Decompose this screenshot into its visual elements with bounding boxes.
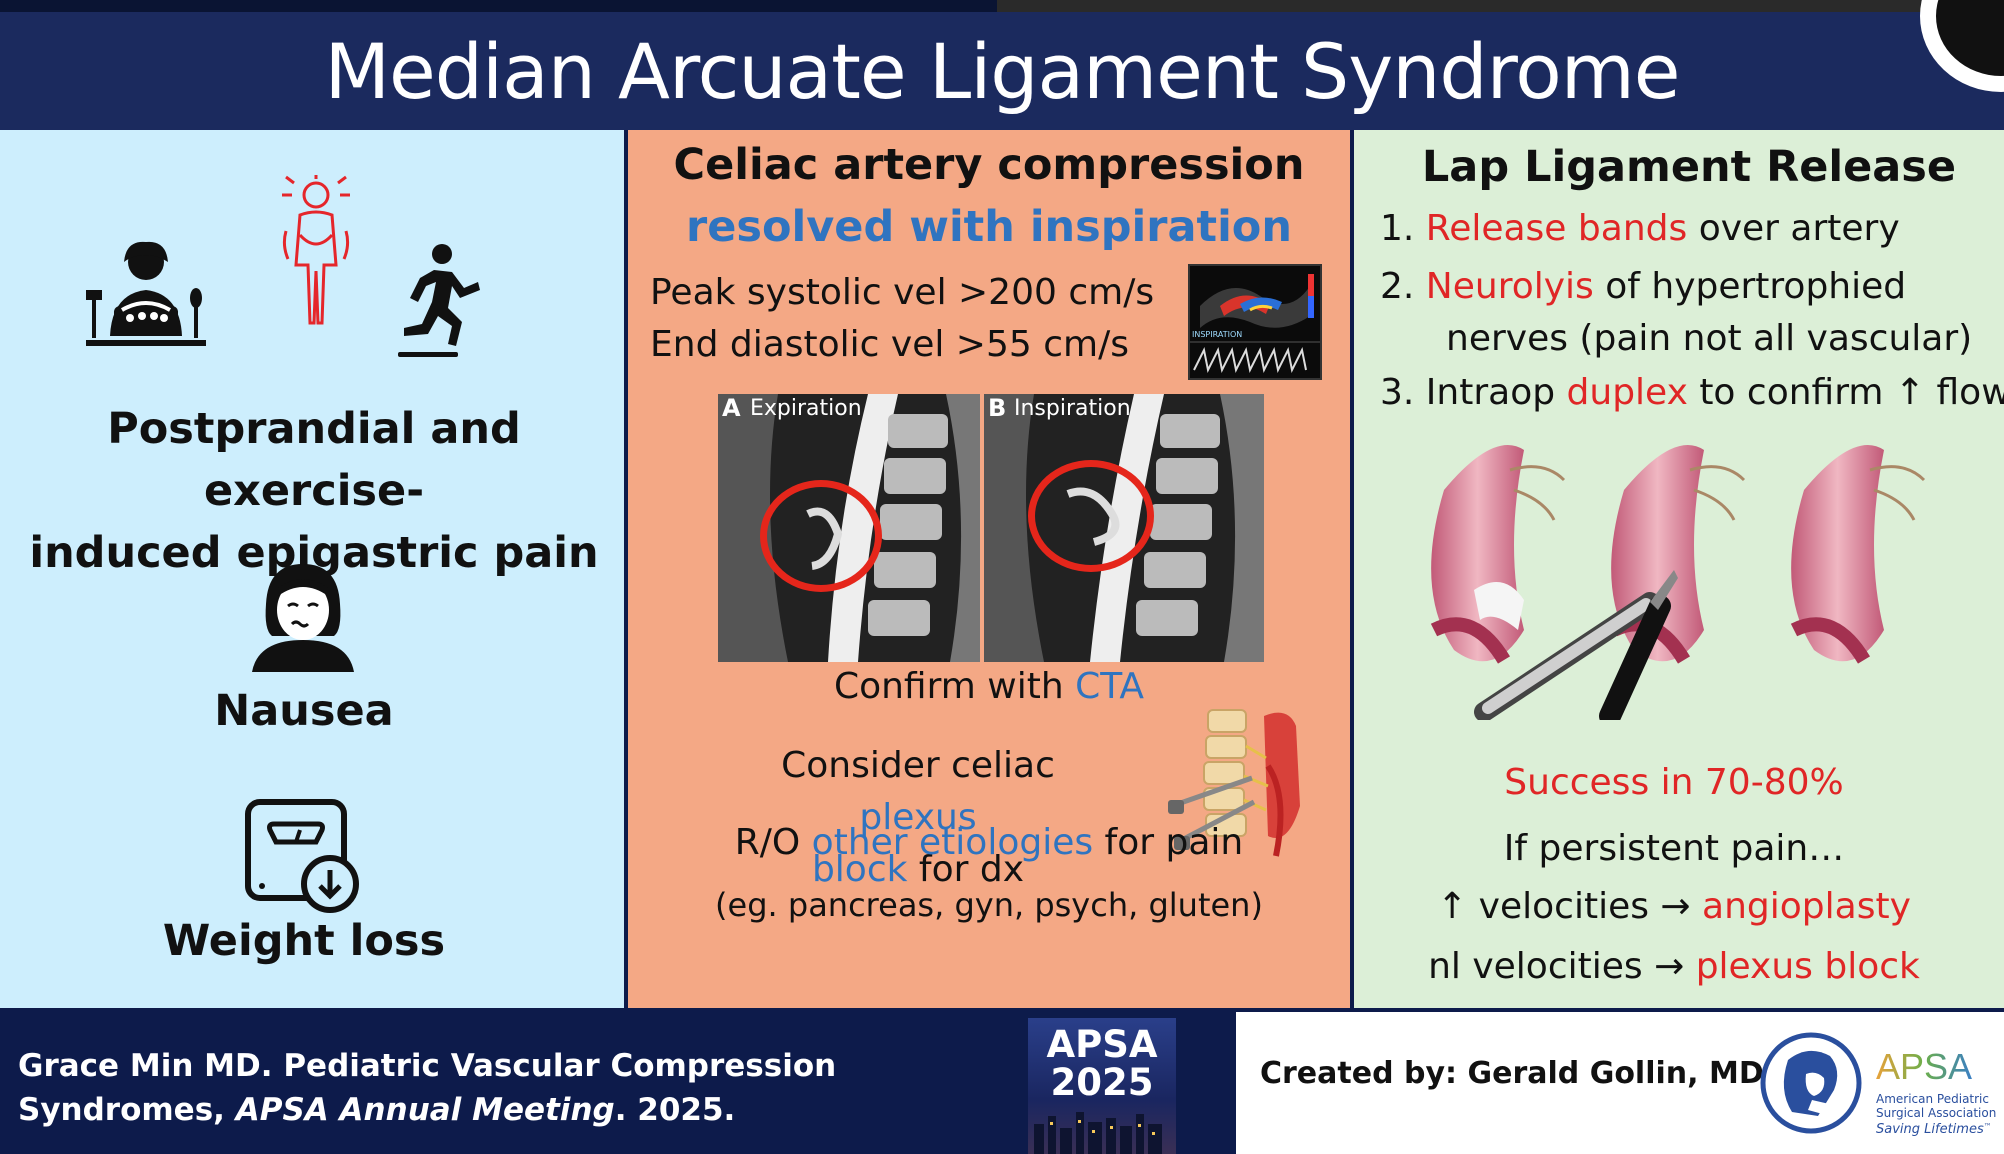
celiac-plexus-block-illustration bbox=[1168, 709, 1300, 857]
badge-line-1: APSA bbox=[1046, 1023, 1158, 1066]
psv-text: Peak systolic vel >200 cm/s bbox=[650, 272, 1155, 313]
logo-subtitle: American Pediatric Surgical Association bbox=[1876, 1092, 1996, 1120]
edv-text: End diastolic vel >55 cm/s bbox=[650, 324, 1129, 365]
step-3-highlight: duplex bbox=[1566, 372, 1688, 413]
title-bar: Median Arcuate Ligament Syndrome bbox=[0, 12, 2004, 130]
artery-group-1 bbox=[1430, 445, 1566, 664]
velocity-high-prefix: ↑ velocities → bbox=[1437, 886, 1703, 927]
ct-b-letter: B bbox=[988, 394, 1007, 422]
pain-line-1: Postprandial and exercise- bbox=[107, 404, 521, 516]
consider-prefix: Consider celiac bbox=[781, 745, 1055, 786]
step-3-num: 3. Intraop bbox=[1380, 372, 1567, 413]
step-2-highlight: Neurolyis bbox=[1425, 266, 1594, 307]
consider-highlight-2: block bbox=[811, 849, 908, 890]
persistent-pain-text: If persistent pain… bbox=[1503, 828, 1845, 869]
ro-highlight: other etiologies bbox=[811, 822, 1094, 863]
step-2: 2. Neurolyis of hypertrophied bbox=[1380, 266, 1906, 307]
step-1-num: 1. bbox=[1380, 208, 1426, 249]
nauseous-person-icon bbox=[252, 564, 354, 672]
diagnosis-heading-2: resolved with inspiration bbox=[686, 202, 1292, 252]
doppler-waveform-icon bbox=[1190, 274, 1320, 374]
ultrasound-label: INSPIRATION bbox=[1192, 330, 1243, 339]
confirm-highlight: CTA bbox=[1075, 666, 1145, 707]
nausea-label: Nausea bbox=[214, 686, 394, 736]
pain-text: Postprandial and exercise- induced epiga… bbox=[0, 398, 628, 584]
ro-suffix: for pain bbox=[1093, 822, 1244, 863]
abdominal-pain-person-icon bbox=[282, 175, 350, 325]
created-by: Created by: Gerald Gollin, MD bbox=[1260, 1056, 1764, 1091]
treatment-panel: Lap Ligament Release 1. Release bands ov… bbox=[1354, 130, 2004, 1008]
step-3-rest: to confirm ↑ flow bbox=[1687, 372, 2004, 413]
running-person-icon bbox=[398, 244, 480, 357]
logo-trademark: ™ bbox=[1983, 1122, 1992, 1131]
logo-sub-1: American Pediatric bbox=[1876, 1092, 1989, 1106]
logo-text: APSA bbox=[1876, 1046, 1972, 1088]
artery-group-3 bbox=[1790, 445, 1926, 664]
consider-highlight-1: plexus bbox=[859, 797, 977, 838]
velocity-high-line: ↑ velocities → angioplasty bbox=[1354, 886, 1994, 927]
citation-footer: Grace Min MD. Pediatric Vascular Compres… bbox=[0, 1008, 1236, 1154]
step-1: 1. Release bands over artery bbox=[1380, 208, 1900, 249]
logo-sub-2: Surgical Association bbox=[1876, 1106, 1997, 1120]
weight-loss-label: Weight loss bbox=[162, 916, 446, 966]
confirm-prefix: Confirm with bbox=[833, 666, 1076, 707]
logo-tag-text: Saving Lifetimes bbox=[1876, 1122, 1984, 1137]
weight-scale-icon bbox=[245, 799, 359, 913]
velocity-normal-action: plexus block bbox=[1695, 946, 1920, 987]
top-strip bbox=[0, 0, 2004, 12]
citation-line-1: Grace Min MD. Pediatric Vascular Compres… bbox=[18, 1048, 837, 1084]
apsa-wordmark: APSA bbox=[1876, 1046, 1973, 1087]
eating-person-icon bbox=[86, 241, 206, 346]
step-1-highlight: Release bands bbox=[1425, 208, 1688, 249]
step-1-rest: over artery bbox=[1687, 208, 1900, 249]
step-2-rest: of hypertrophied bbox=[1593, 266, 1907, 307]
consider-block-text: Consider celiac plexus block for dx bbox=[728, 740, 1108, 896]
diagnosis-panel: Celiac artery compression resolved with … bbox=[628, 130, 1354, 1008]
confirm-cta-text: Confirm with CTA bbox=[628, 666, 1350, 707]
credits-footer: Created by: Gerald Gollin, MD APSA Ameri… bbox=[1236, 1012, 2004, 1154]
ro-etiologies-text: R/O other etiologies for pain bbox=[628, 822, 1350, 863]
symptoms-panel: Postprandial and exercise- induced epiga… bbox=[0, 130, 628, 1008]
top-strip-right bbox=[997, 0, 2004, 12]
logo-tagline: Saving Lifetimes™ bbox=[1876, 1122, 1992, 1137]
ct-b-highlight-ring bbox=[1028, 460, 1154, 572]
success-rate: Success in 70-80% bbox=[1504, 762, 1844, 803]
citation-line-2-post: . 2025. bbox=[614, 1092, 736, 1128]
ct-a-highlight-ring bbox=[760, 480, 882, 592]
badge-line-2: 2025 bbox=[1050, 1061, 1154, 1104]
etiology-examples: (eg. pancreas, gyn, psych, gluten) bbox=[715, 886, 1263, 924]
velocity-normal-line: nl velocities → plexus block bbox=[1354, 946, 1994, 987]
step-2-line-2: nerves (pain not all vascular) bbox=[1446, 318, 1973, 359]
apsa-logo-icon bbox=[1760, 1032, 1862, 1134]
ro-prefix: R/O bbox=[734, 822, 812, 863]
doppler-ultrasound-image: INSPIRATION bbox=[1188, 264, 1322, 380]
artery-group-2 bbox=[1610, 445, 1746, 664]
citation-line-2-pre: Syndromes, bbox=[18, 1092, 236, 1128]
step-3: 3. Intraop duplex to confirm ↑ flow bbox=[1380, 372, 2004, 413]
page-title: Median Arcuate Ligament Syndrome bbox=[324, 26, 1680, 116]
ligament-release-illustration bbox=[1430, 445, 1926, 720]
velocity-high-action: angioplasty bbox=[1702, 886, 1911, 927]
citation-text: Grace Min MD. Pediatric Vascular Compres… bbox=[18, 1044, 836, 1132]
ct-a-letter: A bbox=[722, 394, 741, 422]
consider-suffix: for dx bbox=[907, 849, 1025, 890]
citation-meeting: APSA Annual Meeting bbox=[235, 1092, 615, 1128]
step-2-num: 2. bbox=[1380, 266, 1426, 307]
velocity-normal-prefix: nl velocities → bbox=[1428, 946, 1696, 987]
city-skyline-icon bbox=[1034, 1112, 1162, 1154]
citation-line-2: Syndromes, APSA Annual Meeting. 2025. bbox=[18, 1088, 836, 1132]
ct-b-label: Inspiration bbox=[1014, 396, 1131, 421]
diagnosis-heading-1: Celiac artery compression bbox=[673, 140, 1305, 190]
ct-a-label: Expiration bbox=[750, 396, 862, 421]
apsa-2025-badge: APSA 2025 bbox=[1028, 1018, 1176, 1154]
treatment-heading: Lap Ligament Release bbox=[1421, 142, 1957, 192]
